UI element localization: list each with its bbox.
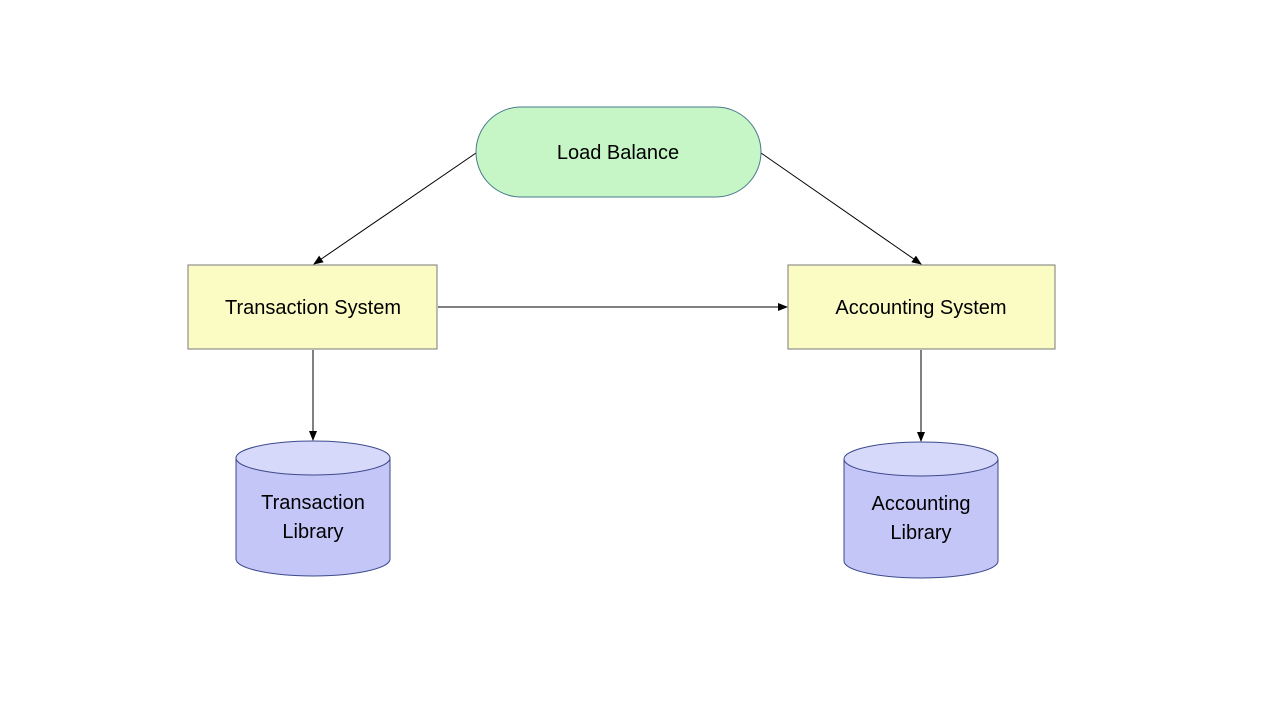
accounting-system-shape [787, 264, 1056, 350]
accounting-library-label-line2: Library [890, 522, 951, 544]
accounting-system-node: Accounting System [787, 264, 1056, 350]
load-balance-node: Load Balance [475, 106, 762, 198]
edge-load-balance-to-transaction-system [313, 152, 477, 265]
transaction-system-label: Transaction System [225, 297, 401, 319]
transaction-library-top [235, 440, 391, 476]
transaction-library-node: Transaction Library [235, 440, 391, 577]
accounting-library-node: Accounting Library [843, 441, 999, 579]
transaction-library-body [235, 457, 391, 577]
transaction-library-label-line2: Library [282, 521, 343, 543]
transaction-system-shape [187, 264, 438, 350]
accounting-library-body [843, 458, 999, 579]
transaction-library-label-line1: Transaction [261, 492, 365, 514]
load-balance-shape [475, 106, 762, 198]
transaction-system-node: Transaction System [187, 264, 438, 350]
accounting-system-label: Accounting System [835, 297, 1006, 319]
edge-load-balance-to-accounting-system [760, 152, 922, 265]
accounting-library-top [843, 441, 999, 477]
load-balance-label: Load Balance [557, 142, 679, 164]
accounting-library-label-line1: Accounting [872, 493, 971, 515]
